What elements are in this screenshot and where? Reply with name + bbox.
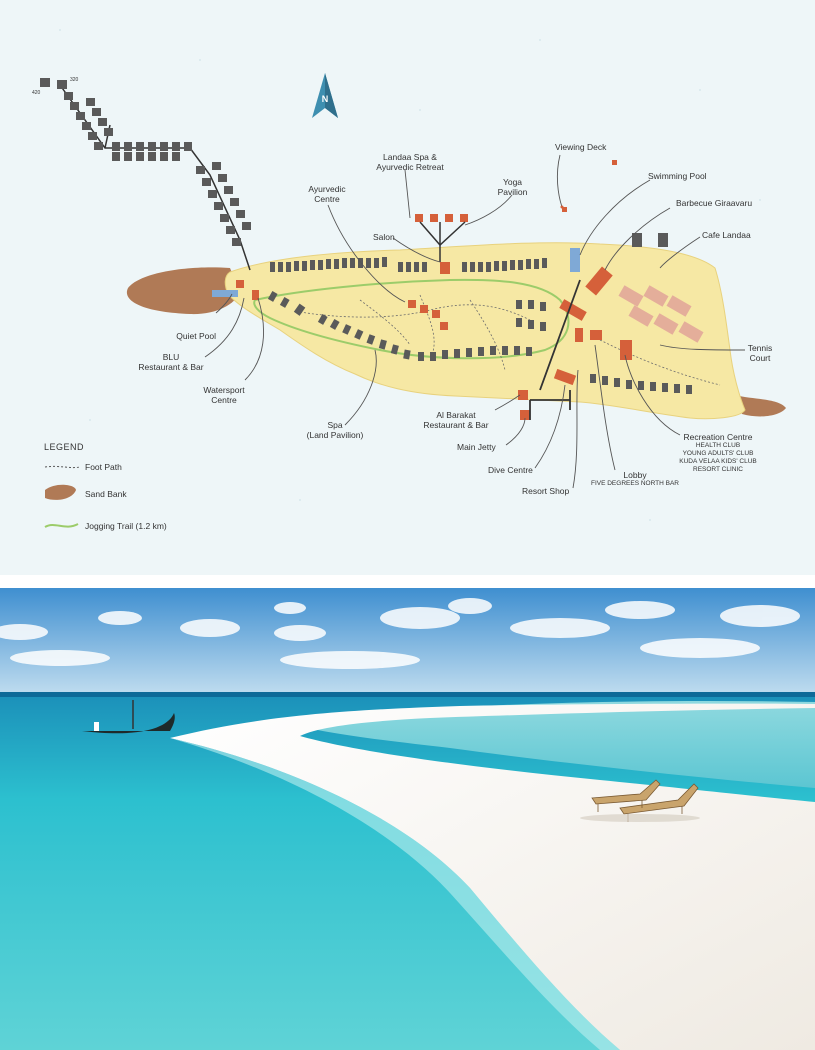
label-resort-shop: Resort Shop — [522, 486, 570, 496]
label-al-barakat: Al Barakat Restaurant & Bar — [416, 410, 496, 430]
label-blu-line2: Restaurant & Bar — [138, 362, 204, 372]
legend-title: LEGEND — [44, 442, 85, 452]
foot-path-legend-icon — [44, 465, 81, 469]
label-swimming-pool: Swimming Pool — [648, 171, 707, 181]
label-tennis-court: Tennis Court — [740, 343, 780, 363]
label-yoga-line2: Pavilion — [497, 187, 528, 197]
label-al-barakat-line2: Restaurant & Bar — [423, 420, 489, 430]
north-label: N — [322, 94, 329, 104]
label-landaa-spa-line2: Ayurvedic Retreat — [376, 162, 444, 172]
label-barbecue: Barbecue Giraavaru — [676, 198, 753, 208]
label-quiet-pool: Quiet Pool — [176, 331, 216, 341]
label-tennis-line2: Court — [749, 353, 771, 363]
label-landaa-spa: Landaa Spa & Ayurvedic Retreat — [370, 152, 450, 172]
beach-photo-graphic — [0, 588, 815, 1050]
main-jetty — [529, 279, 581, 420]
spa-walkway — [419, 221, 466, 262]
label-landaa-spa-line1: Landaa Spa & — [383, 152, 437, 162]
label-tennis-line1: Tennis — [747, 343, 773, 353]
label-cafe-landaa: Cafe Landaa — [702, 230, 751, 240]
recreation-blocks — [618, 285, 704, 343]
label-watersport-centre: Watersport Centre — [196, 385, 252, 405]
swimming-pool — [570, 248, 580, 272]
label-recreation-young-adults: YOUNG ADULTS' CLUB — [682, 450, 754, 457]
villa-number-top-right: 320 — [70, 77, 79, 83]
legend-jogging-trail: Jogging Trail (1.2 km) — [85, 521, 167, 531]
legend-sand-bank: Sand Bank — [85, 489, 127, 499]
legend-foot-path: Foot Path — [85, 462, 122, 472]
label-recreation-health-club: HEALTH CLUB — [695, 442, 741, 449]
jogging-trail-legend-icon — [44, 523, 79, 528]
label-yoga-line1: Yoga — [502, 177, 523, 187]
label-lobby: Lobby FIVE DEGREES NORTH BAR — [585, 470, 685, 488]
villa-number-top-left: 420 — [32, 90, 41, 96]
label-lobby-sub: FIVE DEGREES NORTH BAR — [590, 480, 679, 487]
facilities — [236, 160, 632, 420]
label-dive-centre: Dive Centre — [488, 465, 533, 475]
label-ayurvedic-line1: Ayurvedic — [308, 184, 346, 194]
label-ayurvedic-centre: Ayurvedic Centre — [302, 184, 352, 204]
label-yoga-pavilion: Yoga Pavilion — [490, 177, 535, 197]
label-recreation-centre: Recreation Centre HEALTH CLUB YOUNG ADUL… — [668, 432, 768, 474]
villa-row-east — [590, 233, 692, 394]
sand-bank-west — [126, 267, 240, 315]
label-spa-line2: (Land Pavilion) — [306, 430, 364, 440]
label-watersport-line2: Centre — [211, 395, 237, 405]
sand-bank-legend-icon — [45, 484, 76, 500]
sand-bank-east — [735, 395, 786, 417]
villa-row-north — [270, 257, 547, 272]
label-lobby-line1: Lobby — [623, 470, 647, 480]
label-salon: Salon — [373, 232, 395, 242]
leader-lines — [204, 154, 746, 489]
label-al-barakat-line1: Al Barakat — [436, 410, 476, 420]
label-viewing-deck: Viewing Deck — [555, 142, 607, 152]
label-recreation-clinic: RESORT CLINIC — [693, 466, 743, 473]
label-watersport-line1: Watersport — [203, 385, 245, 395]
sun-loungers-icon — [591, 779, 699, 822]
quiet-pool — [212, 290, 238, 297]
label-spa-line1: Spa — [327, 420, 343, 430]
jogging-trail-path — [253, 278, 570, 360]
map-graphic: N — [40, 29, 786, 528]
label-ayurvedic-line2: Centre — [314, 194, 340, 204]
resort-map: N — [0, 0, 815, 575]
dhoni-boat-icon — [82, 700, 175, 734]
label-blu: BLU Restaurant & Bar — [138, 352, 204, 372]
label-main-jetty: Main Jetty — [457, 442, 496, 452]
water-villas — [40, 78, 251, 246]
label-spa-land-pavilion: Spa (Land Pavilion) — [300, 420, 370, 440]
label-recreation-line1: Recreation Centre — [683, 432, 753, 442]
label-recreation-kids-club: KUDA VELAA KIDS' CLUB — [679, 458, 757, 465]
north-arrow-icon — [312, 73, 338, 118]
label-blu-line1: BLU — [162, 352, 180, 362]
foot-paths — [299, 294, 721, 386]
villa-row-south — [267, 291, 546, 361]
beach-photo — [0, 588, 815, 1050]
